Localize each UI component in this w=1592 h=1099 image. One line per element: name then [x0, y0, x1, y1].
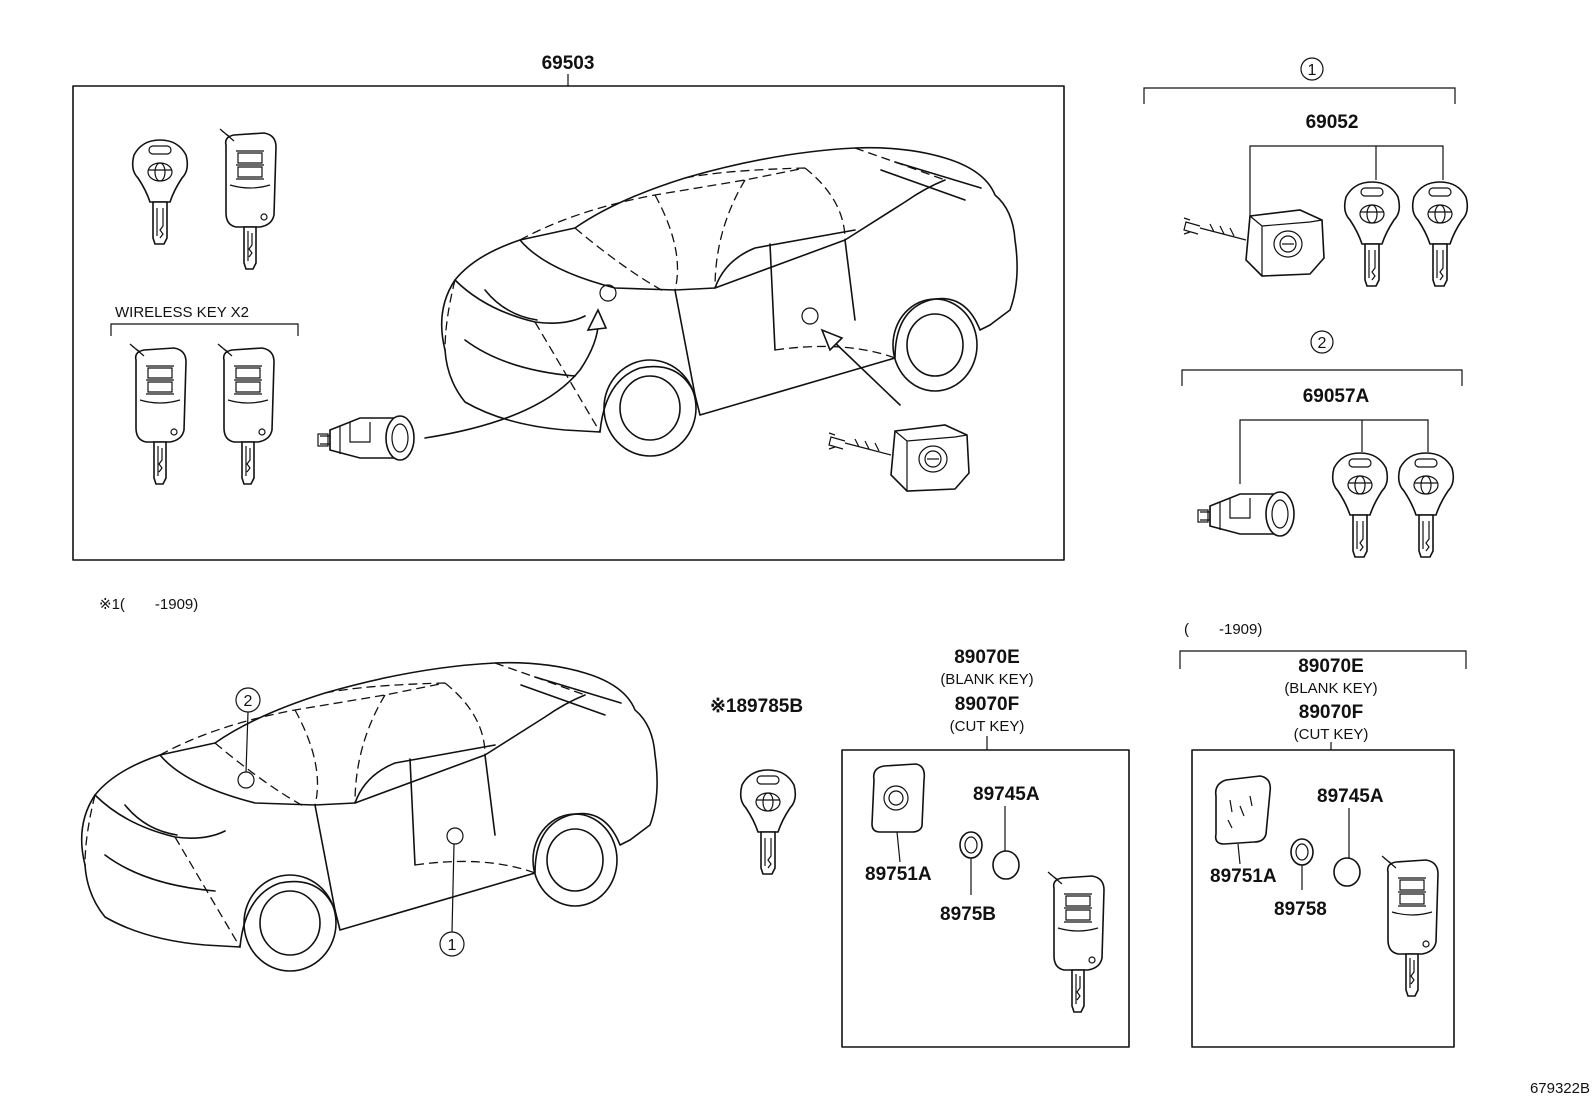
arrow-to-ignition [829, 337, 901, 406]
group-1: 1 69052 [1143, 57, 1456, 218]
wireless-key-icon [219, 128, 277, 270]
door-lock-cylinder-icon [317, 415, 415, 461]
group-2: 2 69057A [1181, 330, 1463, 484]
kit-right: ( -1909) 89070E (BLANK KEY) 89070F (CUT … [1179, 621, 1467, 1048]
arrow-to-door [424, 317, 599, 439]
footnote: ※1( -1909) [99, 596, 198, 613]
battery-icon [1333, 857, 1361, 887]
wireless-key-group: WIRELESS KEY X2 [110, 304, 299, 336]
kit-right-chip: 89758 [1274, 899, 1327, 920]
kit-right-cut-part: 89070F [1299, 702, 1363, 723]
kit-left-chip: 8975B [940, 904, 996, 925]
kit-right-housing: 89751A [1210, 866, 1277, 887]
car-marker-2: 2 [235, 687, 261, 773]
group-1-marker: 1 [1308, 62, 1317, 79]
kit-right-battery: 89745A [1317, 786, 1384, 807]
group-1-part-number: 69052 [1306, 112, 1359, 133]
wireless-key-label: WIRELESS KEY X2 [115, 304, 249, 321]
wireless-key-icon [1047, 871, 1105, 1013]
kit-left: 89070E (BLANK KEY) 89070F (CUT KEY) 8975… [841, 647, 1130, 1048]
main-part-number: 69503 [542, 53, 595, 74]
key-89785b-label: ※189785B [710, 696, 803, 717]
diagram-id: 679322B [1530, 1080, 1590, 1097]
transponder-key-icon [1331, 452, 1389, 558]
svg-text:1: 1 [448, 937, 457, 954]
key-housing-icon [871, 763, 926, 833]
wireless-key-icon [217, 343, 275, 485]
transponder-chip-icon [959, 831, 983, 859]
main-kit-box: 69503 [72, 53, 1065, 561]
kit-left-blank-part: 89070E [954, 647, 1020, 668]
wireless-key-icon [1381, 855, 1439, 997]
group-2-marker: 2 [1318, 335, 1327, 352]
transponder-key-icon [739, 769, 797, 875]
transponder-key-icon [1343, 181, 1401, 287]
kit-left-blank-label: (BLANK KEY) [940, 671, 1033, 688]
transponder-key-icon [1411, 181, 1469, 287]
ignition-switch-icon [1183, 209, 1325, 277]
transponder-key-icon [131, 139, 189, 245]
battery-icon [992, 850, 1020, 880]
kit-left-battery: 89745A [973, 784, 1040, 805]
kit-left-cut-label: (CUT KEY) [950, 718, 1025, 735]
car-marker-1: 1 [439, 843, 465, 957]
kit-left-cut-part: 89070F [955, 694, 1019, 715]
right-date-note: ( -1909) [1184, 621, 1262, 638]
key-housing-icon [1214, 775, 1272, 845]
wireless-key-icon [129, 343, 187, 485]
kit-right-cut-label: (CUT KEY) [1294, 726, 1369, 743]
door-lock-cylinder-icon [1197, 491, 1295, 537]
group-2-part-number: 69057A [1303, 386, 1370, 407]
transponder-chip-icon [1290, 838, 1314, 866]
kit-right-blank-part: 89070E [1298, 656, 1364, 677]
ignition-switch-icon [828, 424, 970, 492]
kit-left-housing: 89751A [865, 864, 932, 885]
transponder-key-icon [1397, 452, 1455, 558]
vehicle-illustration [80, 661, 658, 972]
svg-text:2: 2 [244, 693, 253, 710]
kit-right-blank-label: (BLANK KEY) [1284, 680, 1377, 697]
